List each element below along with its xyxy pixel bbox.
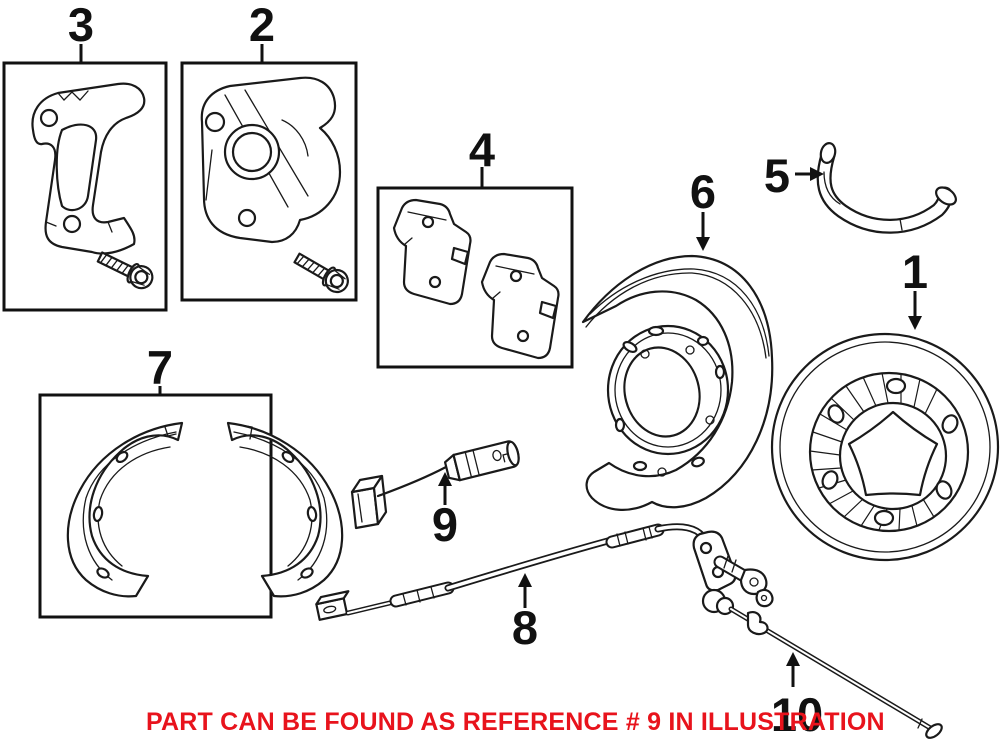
cable-end-fitting bbox=[315, 590, 350, 621]
ref-label-7: 7 bbox=[147, 341, 173, 394]
part-2-brake-caliper-drawing bbox=[200, 76, 353, 298]
ref-label-10: 10 bbox=[771, 688, 823, 741]
ref-label-2: 2 bbox=[249, 0, 275, 51]
ref-1-arrowhead-icon bbox=[908, 316, 922, 330]
part-6-splash-shield-drawing bbox=[581, 254, 774, 511]
reference-leaders bbox=[79, 44, 922, 687]
part-10-parking-brake-cable-drawing bbox=[701, 588, 943, 739]
ref-8-arrowhead-icon bbox=[518, 573, 532, 587]
cable-clip bbox=[746, 611, 769, 636]
part-3-caliper-bracket-drawing bbox=[31, 82, 158, 293]
ref-label-9: 9 bbox=[432, 498, 458, 551]
part-7-box bbox=[38, 393, 273, 619]
ref-10-arrowhead-icon bbox=[786, 652, 800, 666]
brake-pad-right bbox=[480, 252, 560, 360]
part-5-brake-hose-drawing bbox=[816, 142, 957, 234]
ref-label-1: 1 bbox=[902, 245, 928, 298]
reference-caption: PART CAN BE FOUND AS REFERENCE # 9 IN IL… bbox=[146, 708, 885, 736]
ref-5-arrowhead-icon bbox=[810, 167, 824, 181]
part-7-brake-shoes-drawing bbox=[66, 421, 344, 598]
sensor-body bbox=[443, 440, 520, 482]
part-3-box bbox=[2, 61, 168, 312]
part-3-bolt-icon bbox=[94, 246, 158, 293]
ref-label-8: 8 bbox=[512, 601, 538, 654]
part-1-brake-rotor-drawing bbox=[770, 332, 1000, 562]
ref-9-arrowhead-icon bbox=[438, 472, 452, 486]
ref-6-arrowhead-icon bbox=[696, 237, 710, 251]
part-9-wear-sensor-drawing bbox=[350, 440, 520, 530]
ref-label-6: 6 bbox=[690, 165, 716, 218]
ref-label-5: 5 bbox=[764, 149, 790, 202]
part-2-bolt-icon bbox=[290, 247, 353, 298]
part-4-brake-pads-drawing bbox=[392, 198, 560, 360]
part-4-box bbox=[376, 186, 574, 369]
part-8-parking-brake-cable-drawing bbox=[315, 523, 774, 621]
part-2-box bbox=[180, 61, 358, 302]
ref-label-4: 4 bbox=[469, 123, 495, 176]
ref-label-3: 3 bbox=[68, 0, 94, 51]
brake-pad-left bbox=[392, 198, 472, 306]
